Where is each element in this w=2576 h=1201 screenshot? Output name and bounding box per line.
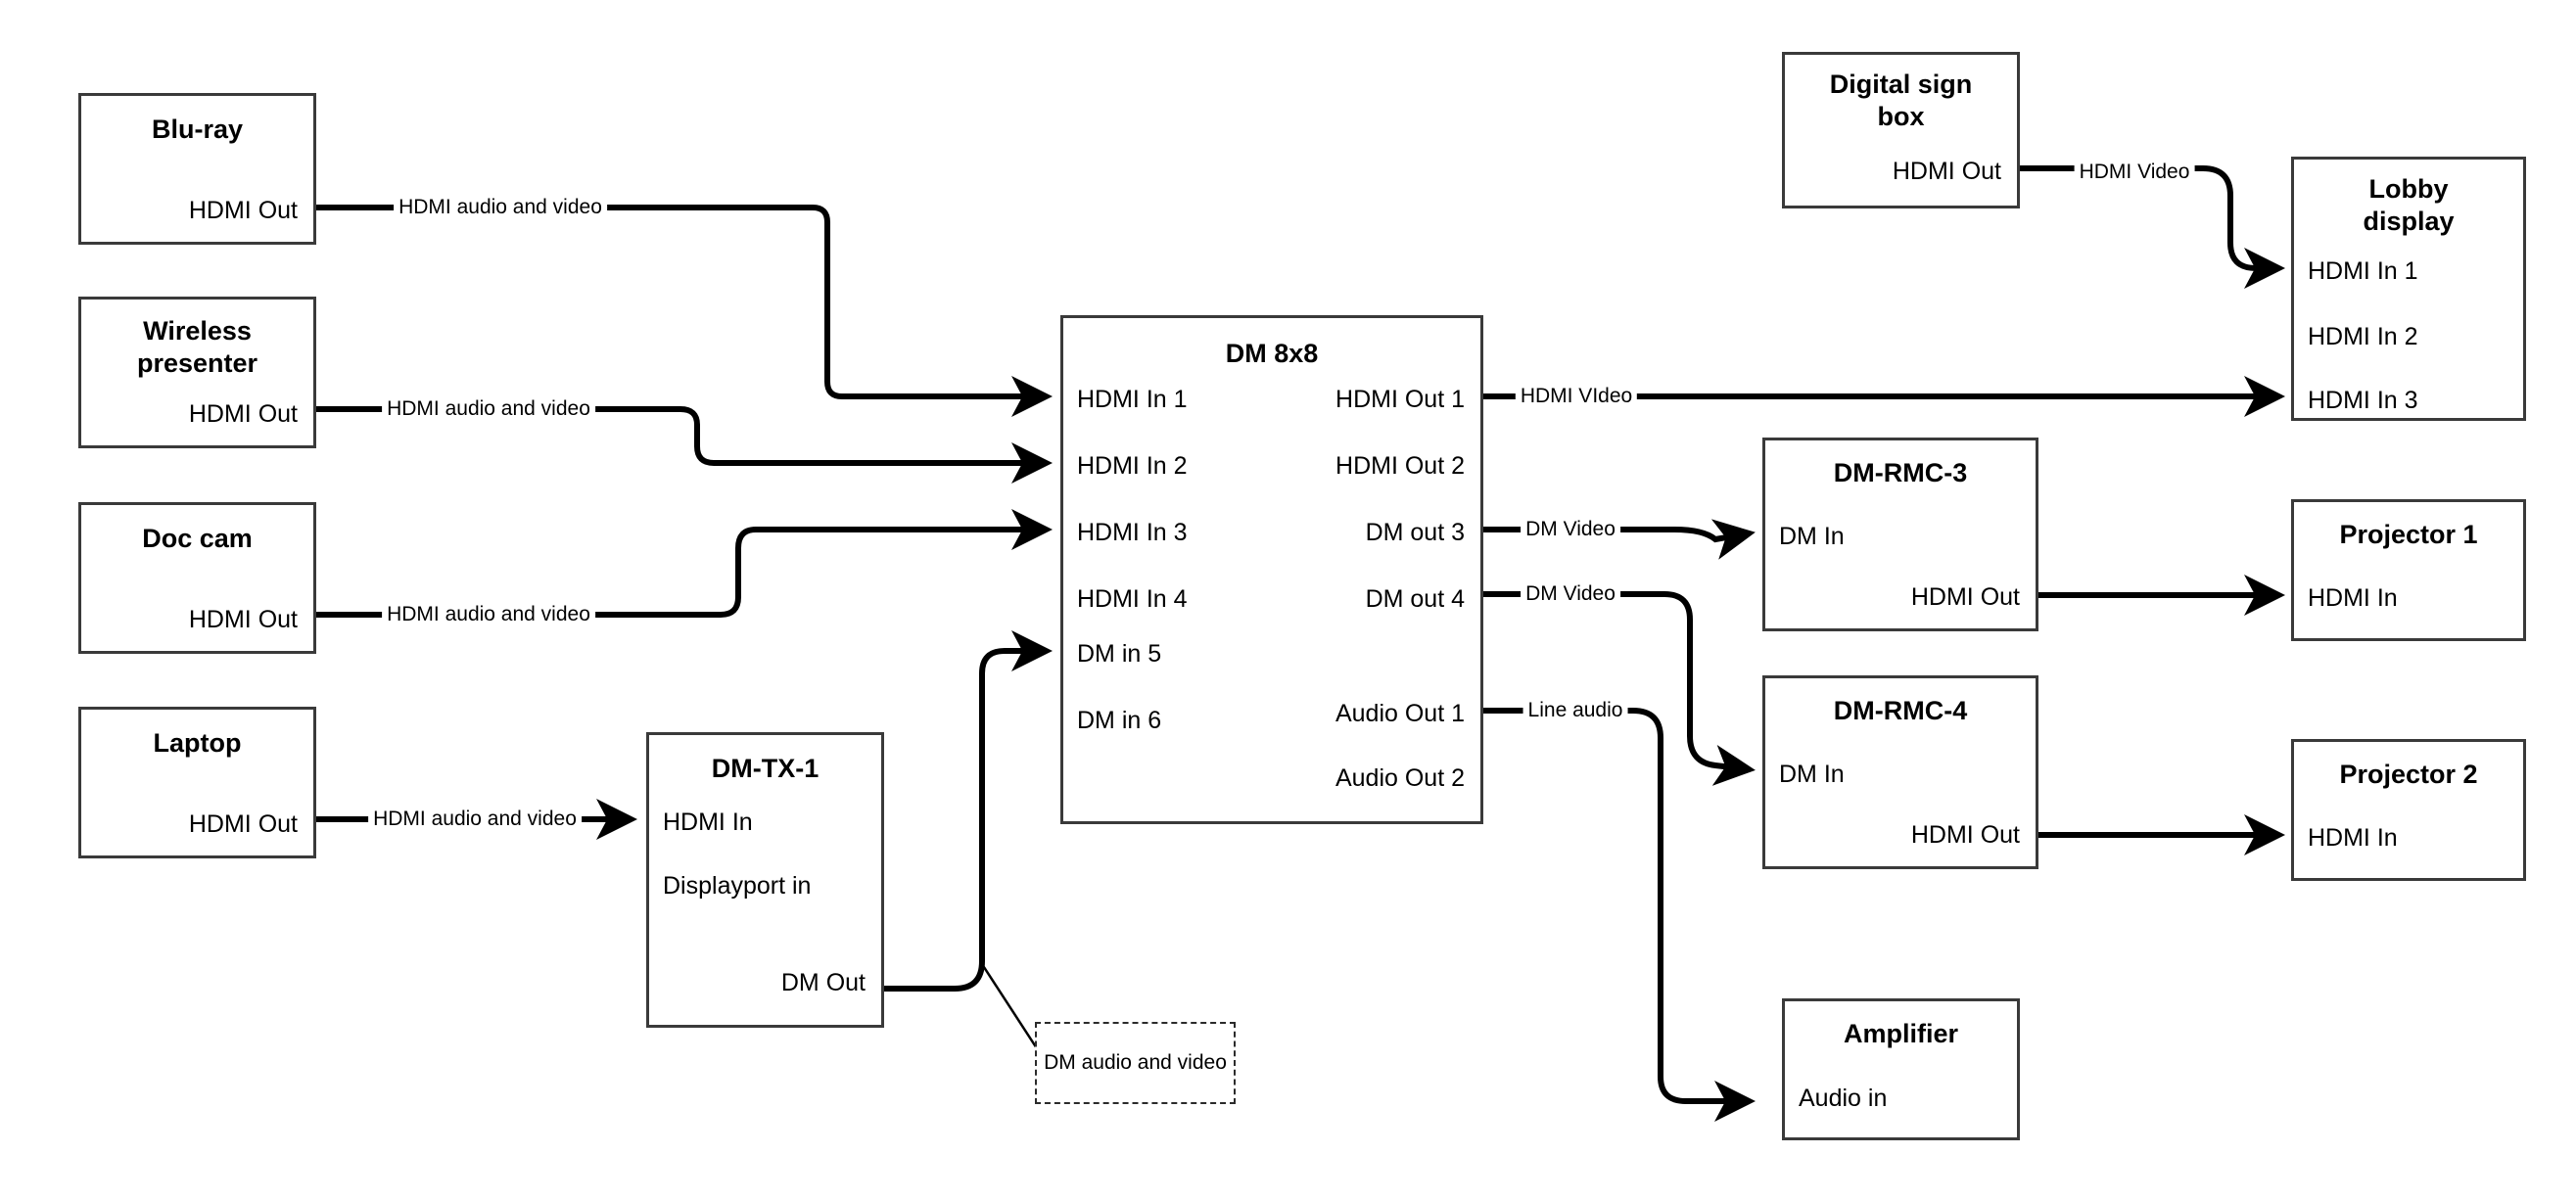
node-dm-rmc-4-port-hdmi-out: HDMI Out — [1910, 821, 2020, 849]
node-dm-rmc-3-title: DM-RMC-3 — [1833, 458, 1968, 487]
node-dm-8x8-input-hdmi-in-1: HDMI In 1 — [1077, 386, 1188, 413]
node-dm-8x8-input-hdmi-in-2: HDMI In 2 — [1077, 452, 1188, 480]
node-dm-8x8-output-hdmi-out-2: HDMI Out 2 — [1335, 452, 1465, 480]
wire-doccam-to-dm8x8 — [316, 509, 1053, 618]
node-projector-1-title: Projector 1 — [2339, 520, 2478, 549]
node-doc-cam-title: Doc cam — [142, 524, 253, 553]
node-dm-rmc-4[interactable]: DM-RMC-4 DM In HDMI Out — [1762, 675, 2038, 869]
node-wireless-presenter-title: Wireless presenter — [136, 316, 258, 378]
wire-dmtx1-to-dm8x8 — [884, 630, 1053, 992]
node-dm-rmc-4-title: DM-RMC-4 — [1833, 696, 1968, 725]
node-wireless-presenter-port-hdmi-out: HDMI Out — [188, 400, 298, 428]
wire-label-laptop-to-dmtx1: HDMI audio and video — [368, 808, 582, 831]
note-dm-audio-and-video: DM audio and video — [1035, 1022, 1236, 1104]
wire-label-bluray-to-dm8x8: HDMI audio and video — [394, 196, 607, 219]
node-projector-1[interactable]: Projector 1 HDMI In — [2291, 499, 2526, 641]
node-laptop[interactable]: Laptop HDMI Out — [78, 707, 316, 858]
node-lobby-display-input-hdmi-in-1: HDMI In 1 — [2308, 257, 2418, 285]
wire-bluray-to-dm8x8 — [316, 205, 1053, 417]
wire-dm8x8-out4-to-rmc4 — [1483, 591, 1756, 786]
node-dm-8x8-title: DM 8x8 — [1225, 339, 1319, 368]
node-amplifier-port-audio-in: Audio in — [1799, 1085, 1888, 1112]
node-laptop-title: Laptop — [153, 728, 242, 758]
node-projector-1-port-hdmi-in: HDMI In — [2308, 584, 2398, 612]
node-dm-8x8[interactable]: DM 8x8 HDMI In 1 HDMI In 2 HDMI In 3 HDM… — [1060, 315, 1483, 824]
node-dm-8x8-output-audio-out-2: Audio Out 2 — [1335, 764, 1465, 792]
node-dm-tx-1-port-hdmi-in: HDMI In — [663, 808, 753, 836]
node-lobby-display-input-hdmi-in-2: HDMI In 2 — [2308, 323, 2418, 350]
node-lobby-display-input-hdmi-in-3: HDMI In 3 — [2308, 387, 2418, 414]
node-doc-cam[interactable]: Doc cam HDMI Out — [78, 502, 316, 654]
node-dm-8x8-input-hdmi-in-4: HDMI In 4 — [1077, 585, 1188, 613]
wire-label-wireless-to-dm8x8: HDMI audio and video — [382, 397, 595, 421]
node-lobby-display-title: Lobby display — [2363, 174, 2455, 236]
wire-label-dm8x8-audio-to-amplifier: Line audio — [1522, 699, 1628, 722]
node-dm-rmc-4-port-dm-in: DM In — [1779, 761, 1845, 788]
node-dm-8x8-input-hdmi-in-3: HDMI In 3 — [1077, 519, 1188, 546]
node-dm-8x8-output-hdmi-out-1: HDMI Out 1 — [1335, 386, 1465, 413]
node-bluray[interactable]: Blu-ray HDMI Out — [78, 93, 316, 245]
wire-label-sign-to-lobby: HDMI Video — [2074, 161, 2195, 184]
wire-label-dm8x8-out3-to-rmc3: DM Video — [1521, 518, 1620, 541]
node-dm-tx-1-port-dm-out: DM Out — [780, 969, 866, 996]
node-bluray-title: Blu-ray — [151, 115, 244, 144]
node-dm-rmc-3-port-hdmi-out: HDMI Out — [1910, 583, 2020, 611]
node-dm-8x8-output-audio-out-1: Audio Out 1 — [1335, 700, 1465, 727]
node-dm-tx-1[interactable]: DM-TX-1 HDMI In Displayport in DM Out — [646, 732, 884, 1028]
node-laptop-port-hdmi-out: HDMI Out — [188, 810, 298, 838]
node-projector-2-title: Projector 2 — [2339, 760, 2478, 789]
wire-dm8x8-audio-to-amplifier — [1483, 708, 1756, 1122]
node-amplifier-title: Amplifier — [1843, 1019, 1959, 1048]
node-dm-rmc-3-port-dm-in: DM In — [1779, 523, 1845, 550]
node-wireless-presenter[interactable]: Wireless presenter HDMI Out — [78, 297, 316, 448]
node-digital-sign-box[interactable]: Digital sign box HDMI Out — [1782, 52, 2020, 208]
wire-label-dm8x8-out1-to-lobby: HDMI VIdeo — [1515, 385, 1638, 408]
node-dm-8x8-output-dm-out-3: DM out 3 — [1365, 519, 1465, 546]
node-dm-tx-1-title: DM-TX-1 — [711, 754, 820, 783]
wire-label-dm8x8-out4-to-rmc4: DM Video — [1521, 582, 1620, 606]
node-digital-sign-box-title: Digital sign box — [1829, 69, 1973, 131]
wire-label-doccam-to-dm8x8: HDMI audio and video — [382, 603, 595, 626]
node-dm-tx-1-port-displayport-in: Displayport in — [663, 872, 812, 900]
node-projector-2-port-hdmi-in: HDMI In — [2308, 824, 2398, 852]
node-projector-2[interactable]: Projector 2 HDMI In — [2291, 739, 2526, 881]
node-amplifier[interactable]: Amplifier Audio in — [1782, 998, 2020, 1140]
node-doc-cam-port-hdmi-out: HDMI Out — [188, 606, 298, 633]
node-lobby-display[interactable]: Lobby display HDMI In 1 HDMI In 2 HDMI I… — [2291, 157, 2526, 421]
node-dm-rmc-3[interactable]: DM-RMC-3 DM In HDMI Out — [1762, 438, 2038, 631]
node-digital-sign-box-port-hdmi-out: HDMI Out — [1892, 158, 2001, 185]
node-dm-8x8-input-dm-in-5: DM in 5 — [1077, 640, 1162, 668]
node-bluray-port-hdmi-out: HDMI Out — [188, 197, 298, 224]
node-dm-8x8-output-dm-out-4: DM out 4 — [1365, 585, 1465, 613]
node-dm-8x8-input-dm-in-6: DM in 6 — [1077, 707, 1162, 734]
